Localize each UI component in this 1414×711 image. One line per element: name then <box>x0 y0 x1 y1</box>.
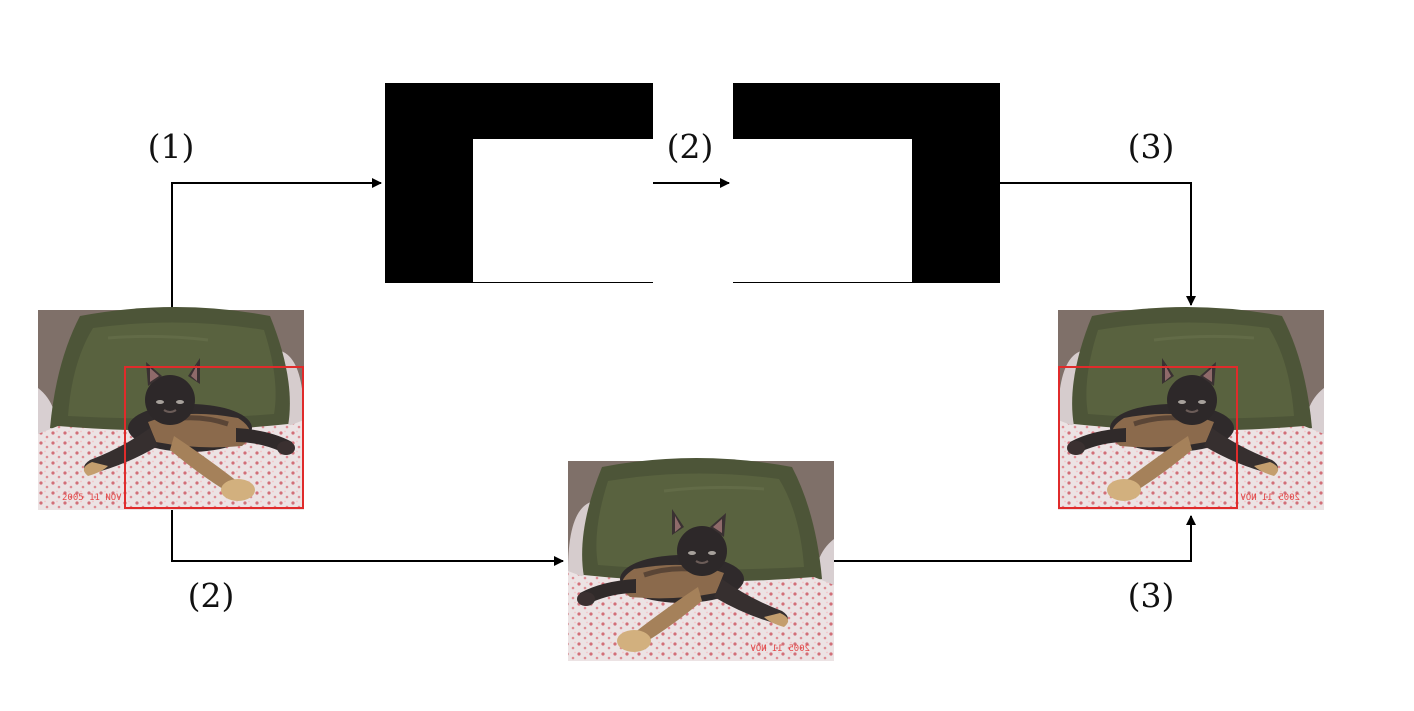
step-label-bottom-left: (2) <box>188 576 235 615</box>
step-label-top-middle: (2) <box>667 127 714 166</box>
mask-panel <box>385 83 653 283</box>
arrow-input-to-mask <box>171 178 382 310</box>
arrows <box>171 178 1196 566</box>
flipped-image-panel <box>568 458 834 661</box>
step-label-top-left: (1) <box>148 127 195 166</box>
output-bounding-box <box>1058 366 1238 509</box>
mask-white-region <box>473 139 653 282</box>
bounding-box <box>124 366 304 509</box>
step-label-bottom-right: (3) <box>1128 576 1175 615</box>
flipped-mask-panel <box>733 83 1000 283</box>
flipped-mask-white-region <box>733 139 912 282</box>
step-label-top-right: (3) <box>1128 127 1175 166</box>
arrow-flipped-mask-to-output <box>999 182 1196 306</box>
input-image-panel <box>38 307 304 510</box>
arrow-flipped-image-to-output <box>834 515 1196 562</box>
output-image-panel <box>1058 307 1324 510</box>
kitten-image <box>38 307 304 510</box>
kitten-image-output <box>1058 307 1324 510</box>
kitten-image-flipped <box>568 458 834 661</box>
arrow-input-to-flipped-image <box>171 510 564 566</box>
